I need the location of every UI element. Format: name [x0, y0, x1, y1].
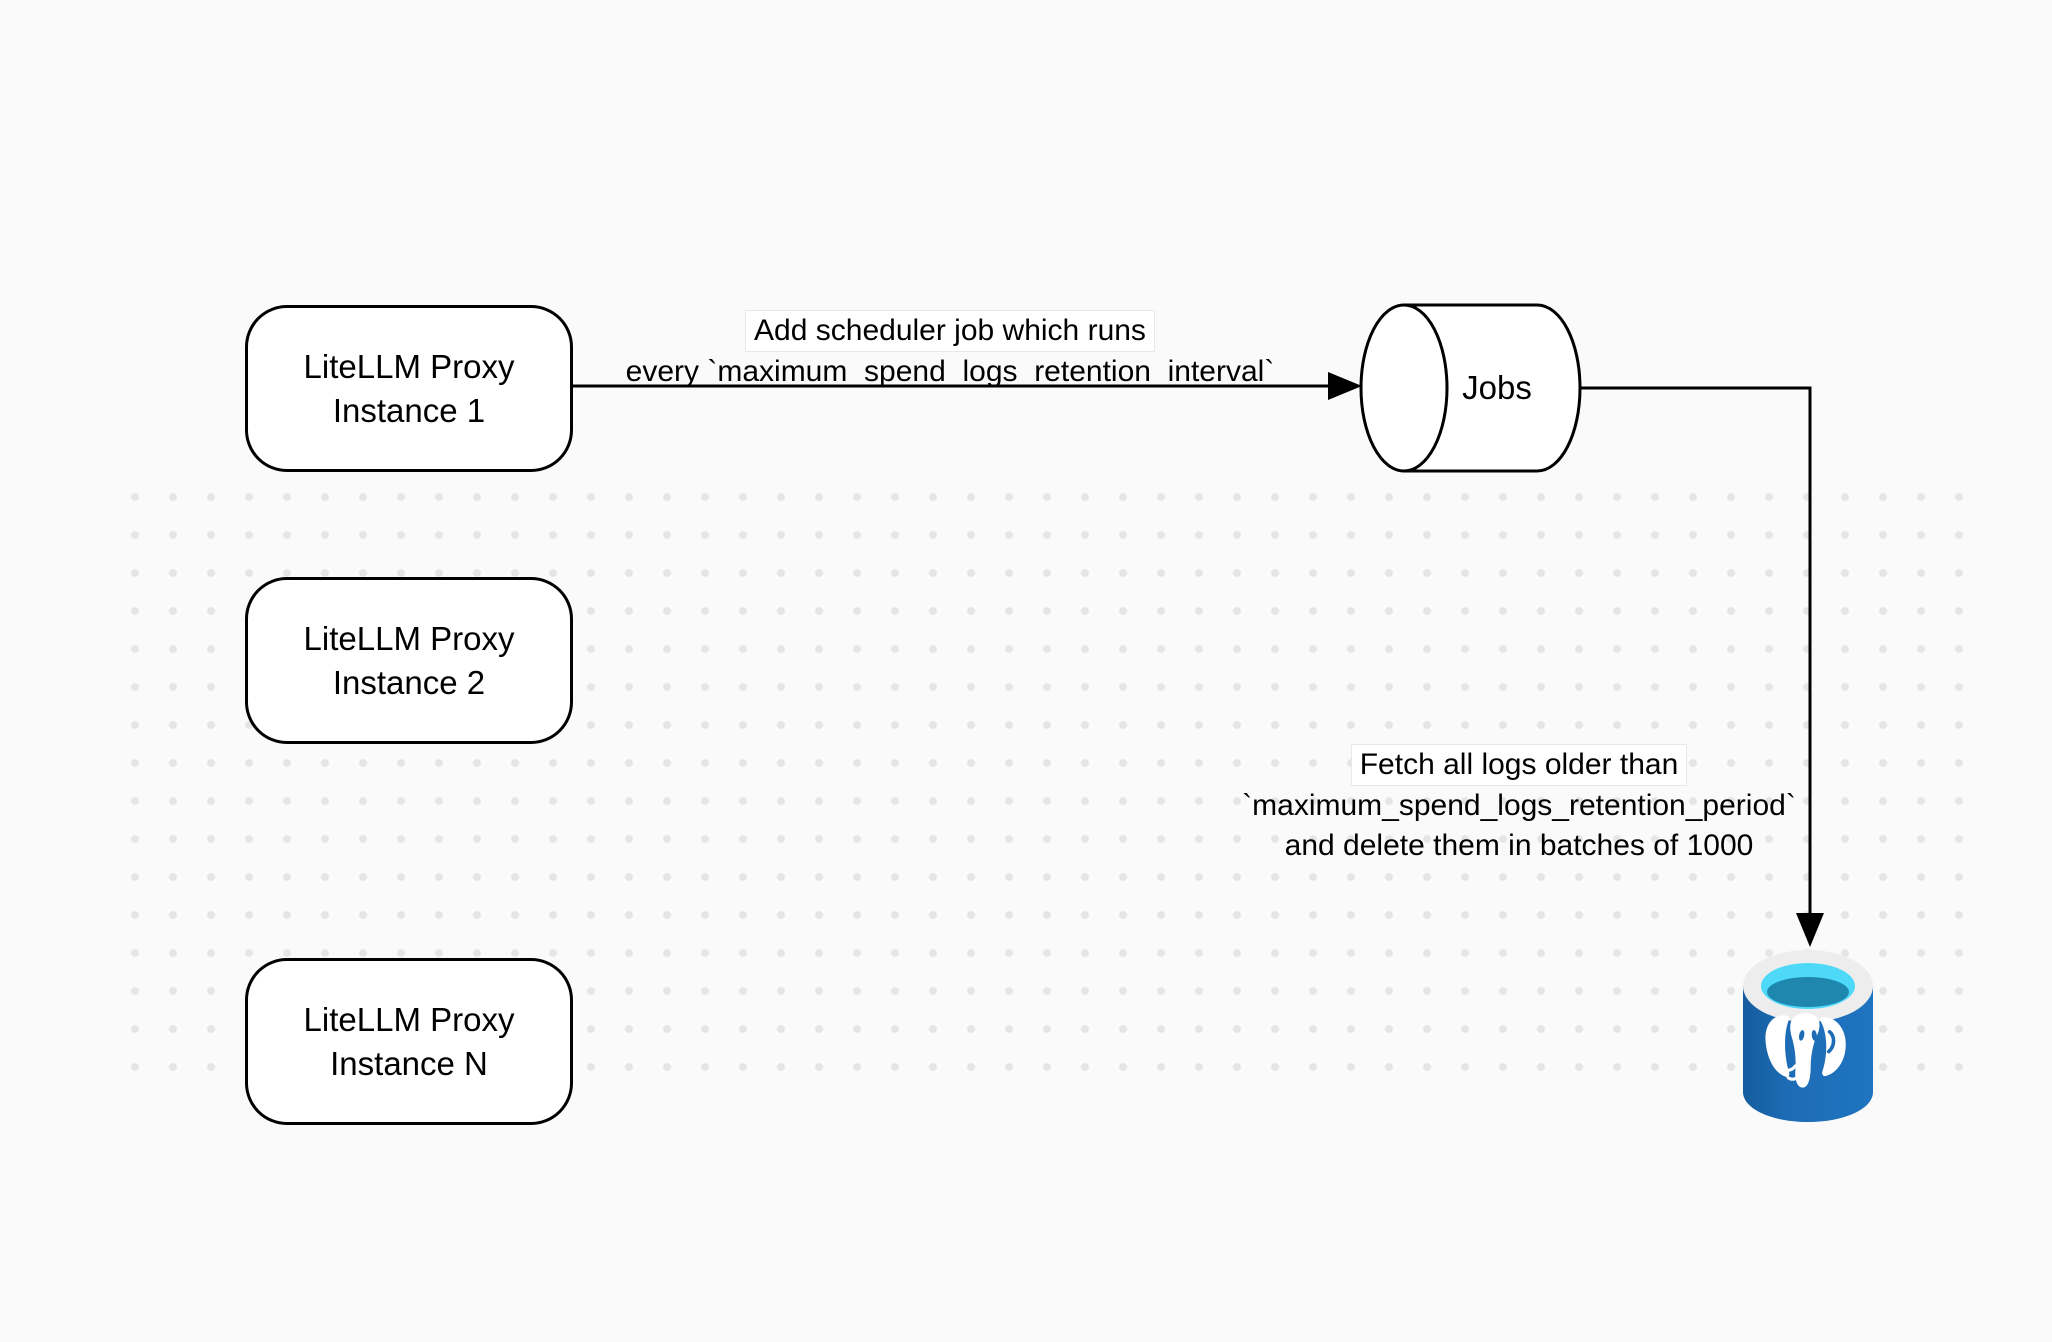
- node-label-line: Instance 1: [332, 391, 486, 429]
- node-label-line: LiteLLM Proxy: [303, 619, 515, 657]
- postgres-elephant-glyph: [1765, 1012, 1846, 1088]
- edge-label-line: Add scheduler job which runs: [745, 310, 1155, 352]
- node-litellm-proxy-instance-2: LiteLLM Proxy Instance 2: [245, 577, 573, 744]
- jobs-node-label: Jobs: [1462, 369, 1532, 406]
- edge-label-line: every `maximum_spend_logs_retention_inte…: [625, 355, 1275, 388]
- node-label-line: LiteLLM Proxy: [303, 1000, 515, 1038]
- edge-label-line: and delete them in batches of 1000: [1284, 829, 1754, 862]
- arrow-instance1-to-jobs: [572, 372, 1362, 400]
- node-label-line: Instance 2: [332, 663, 486, 701]
- arrow-jobs-to-postgres: [1580, 386, 1824, 947]
- node-label-line: Instance N: [330, 1044, 488, 1082]
- edge-label-line: `maximum_spend_logs_retention_period`: [1242, 789, 1796, 822]
- node-litellm-proxy-instance-1: LiteLLM Proxy Instance 1: [245, 305, 573, 472]
- edge-label-line: Fetch all logs older than: [1350, 744, 1688, 786]
- edge-label-scheduler: Add scheduler job which runs every `maxi…: [570, 310, 1330, 392]
- node-litellm-proxy-instance-n: LiteLLM Proxy Instance N: [245, 958, 573, 1125]
- edge-label-cleanup: Fetch all logs older than `maximum_spend…: [1219, 744, 1819, 866]
- node-label-line: LiteLLM Proxy: [303, 347, 515, 385]
- postgresql-database-icon: [1743, 950, 1873, 1122]
- jobs-cylinder-shape: [1359, 303, 1582, 473]
